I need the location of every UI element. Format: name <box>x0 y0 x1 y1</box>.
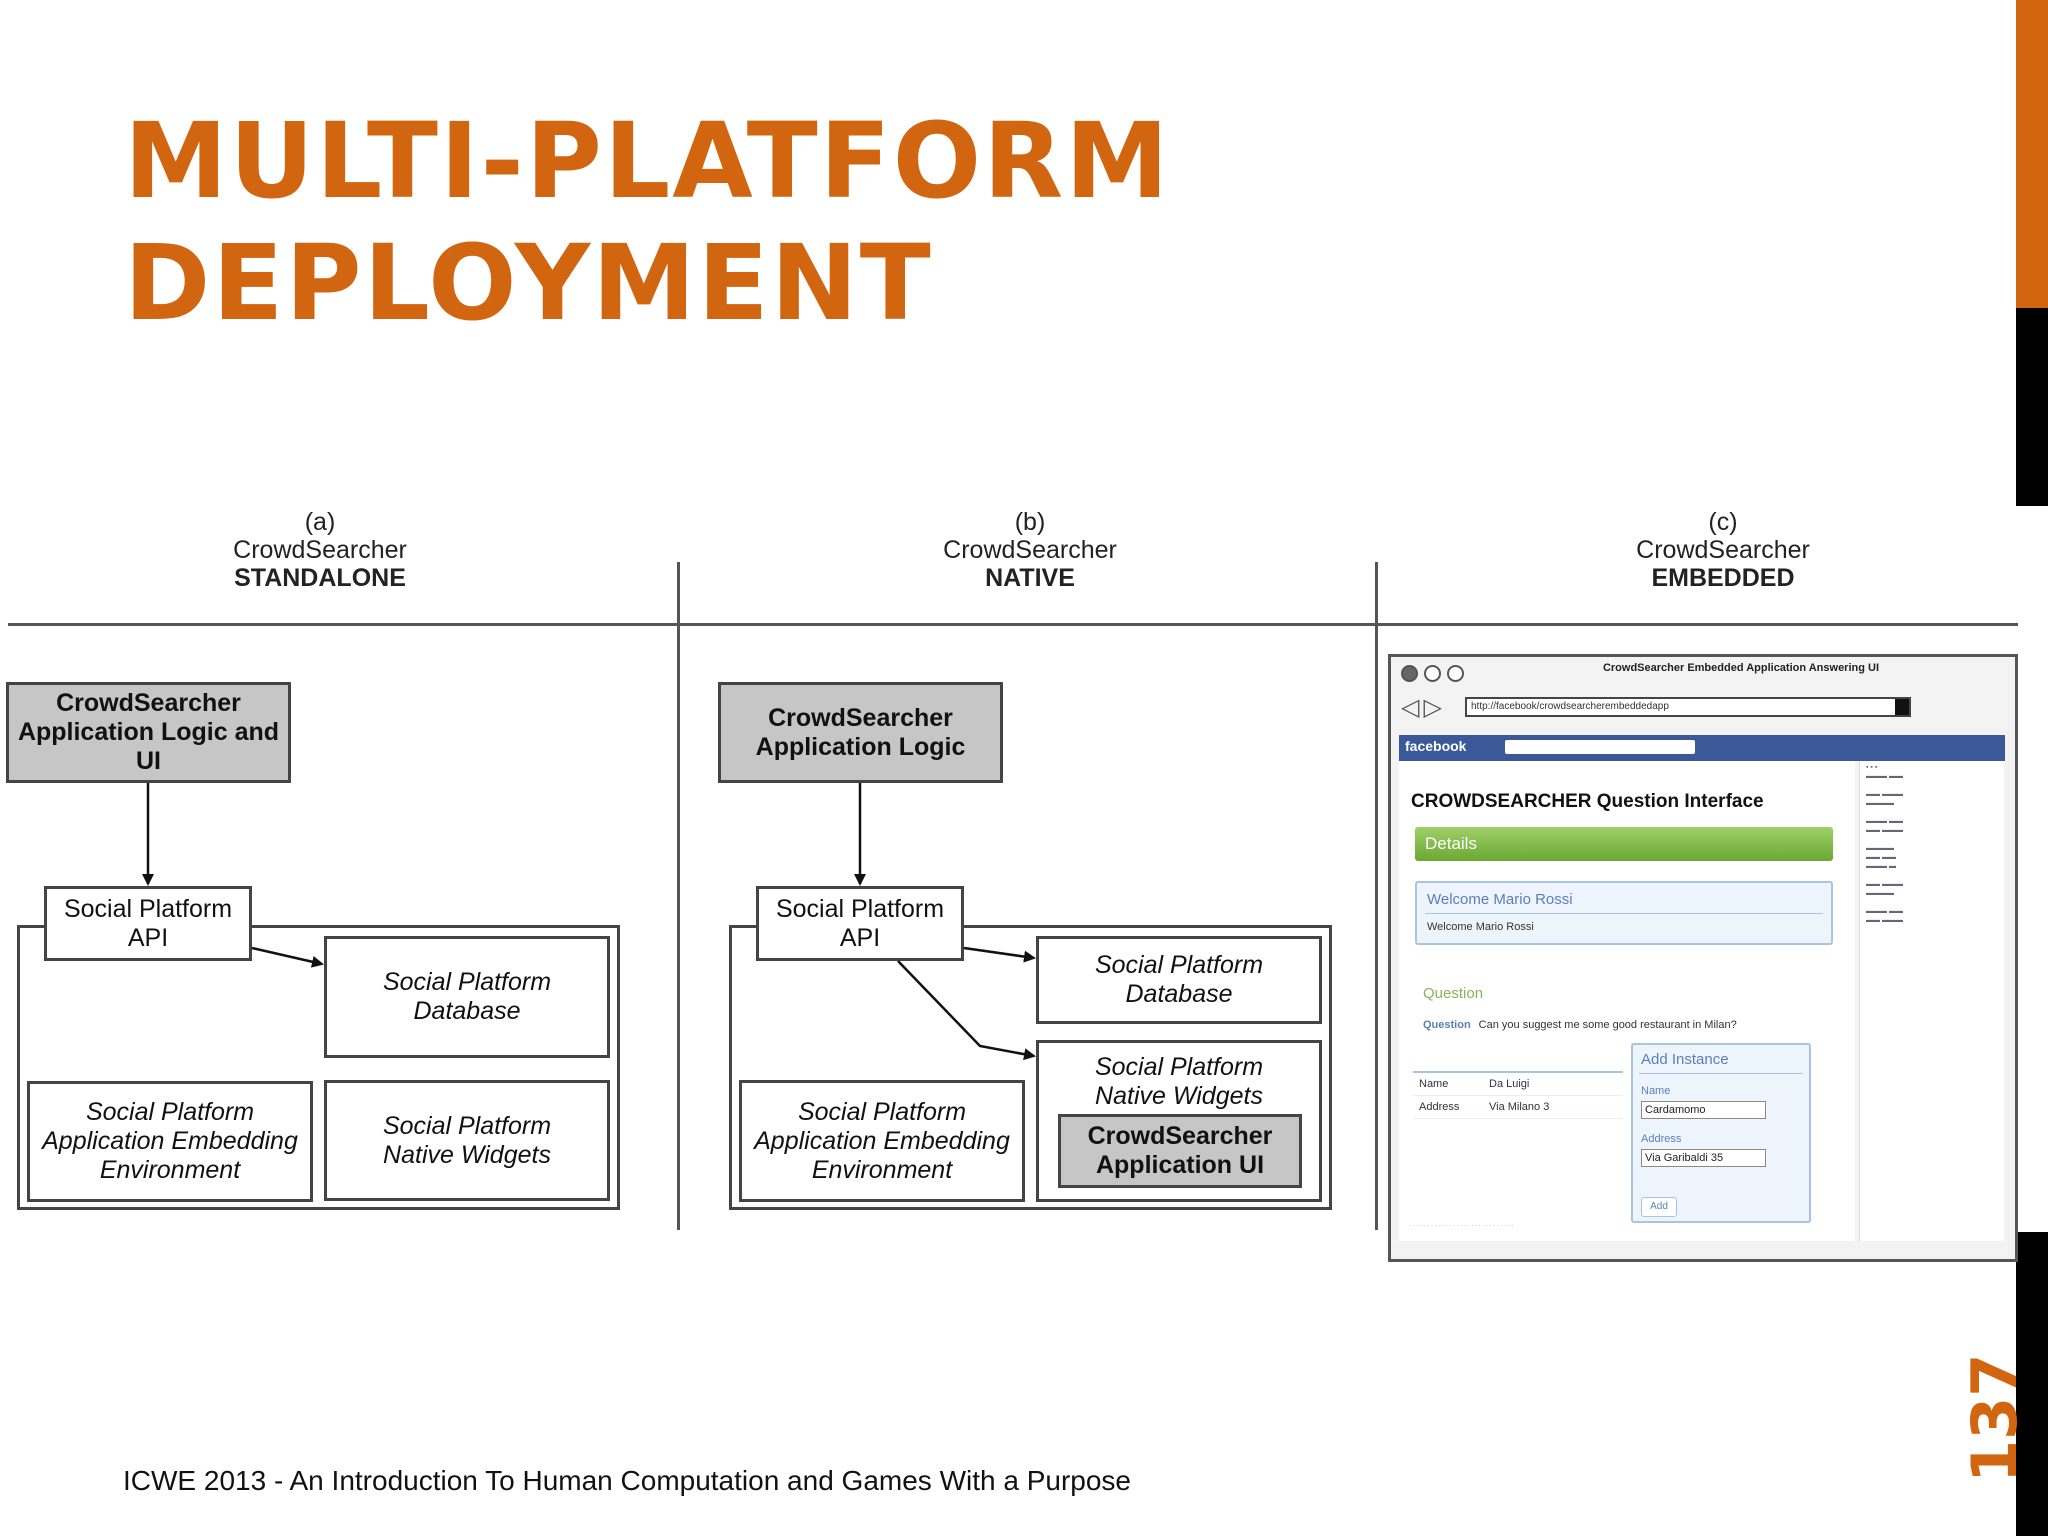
table-value: Da Luigi <box>1489 1078 1530 1090</box>
diagram-arrows <box>142 783 1036 1061</box>
column-letter: (a) <box>304 508 336 536</box>
forward-arrow-icon[interactable]: ▷ <box>1423 694 1446 721</box>
column-header-native: (b) CrowdSearcher NATIVE <box>910 508 1150 592</box>
details-bar[interactable]: Details <box>1415 827 1833 861</box>
embedded-browser-window: CrowdSearcher Embedded Application Answe… <box>1388 654 2018 1262</box>
facebook-logo[interactable]: facebook <box>1405 738 1467 754</box>
facebook-search-input[interactable] <box>1505 740 1695 754</box>
column-mode: STANDALONE <box>234 564 406 592</box>
question-row: Question Can you suggest me some good res… <box>1423 1019 1737 1031</box>
standalone-app-box: CrowdSearcher Application Logic and UI <box>6 682 291 783</box>
welcome-panel: Welcome Mario Rossi Welcome Mario Rossi <box>1415 881 1833 945</box>
slide-footer: ICWE 2013 - An Introduction To Human Com… <box>123 1465 1131 1496</box>
page-number: 137 <box>1958 1353 2031 1483</box>
add-instance-panel: Add Instance Name Cardamomo Address Via … <box>1631 1043 1811 1223</box>
name-input[interactable]: Cardamomo <box>1641 1101 1766 1119</box>
native-db-box: Social Platform Database <box>1036 936 1322 1024</box>
native-api-to-widgets-arrow <box>897 960 1036 1061</box>
header-divider <box>8 623 2018 626</box>
question-interface-page: CROWDSEARCHER Question Interface Details… <box>1399 761 1855 1241</box>
native-app-ui-box: CrowdSearcher Application UI <box>1058 1114 1302 1188</box>
column-letter: (b) <box>1014 508 1046 536</box>
add-button[interactable]: Add <box>1641 1197 1677 1217</box>
standalone-platform-frame <box>17 925 620 1210</box>
column-letter: (c) <box>1708 508 1738 536</box>
right-dark-bar-bottom <box>2016 1232 2048 1536</box>
native-widgets-label: Social Platform Native Widgets <box>1094 1053 1264 1110</box>
instances-table: Name Da Luigi Address Via Milano 3 <box>1413 1071 1623 1119</box>
right-accent-bar <box>2016 0 2048 308</box>
column-name: CrowdSearcher <box>233 536 407 564</box>
question-label: Question <box>1423 1019 1471 1031</box>
welcome-heading: Welcome Mario Rossi <box>1427 891 1573 908</box>
maximize-dot-icon[interactable] <box>1447 665 1464 682</box>
standalone-db-box: Social Platform Database <box>324 936 610 1058</box>
native-env-box: Social Platform Application Embedding En… <box>739 1080 1025 1202</box>
column-mode: EMBEDDED <box>1651 564 1795 592</box>
column-divider-2 <box>1375 562 1378 1230</box>
facebook-topbar: facebook <box>1399 735 2005 761</box>
window-controls <box>1401 665 1470 687</box>
column-name: CrowdSearcher <box>1636 536 1810 564</box>
native-api-box: Social Platform API <box>756 886 964 961</box>
column-mode: NATIVE <box>985 564 1075 592</box>
question-heading: Question <box>1423 985 1484 1002</box>
slide-title-line1: MULTI-PLATFORM <box>124 100 1171 222</box>
standalone-env-box: Social Platform Application Embedding En… <box>27 1081 313 1202</box>
question-text: Can you suggest me some good restaurant … <box>1478 1019 1737 1031</box>
address-label: Address <box>1641 1133 1682 1145</box>
table-row: Name Da Luigi <box>1413 1073 1623 1096</box>
native-app-box: CrowdSearcher Application Logic <box>718 682 1003 783</box>
add-instance-divider <box>1639 1073 1803 1074</box>
back-arrow-icon[interactable]: ◁ <box>1401 694 1424 721</box>
standalone-api-box: Social Platform API <box>44 886 252 961</box>
url-bar[interactable]: http://facebook/crowdsearcherembeddedapp <box>1465 697 1911 717</box>
table-value: Via Milano 3 <box>1489 1101 1550 1113</box>
right-dark-bar-top <box>2016 308 2048 506</box>
table-key: Name <box>1419 1078 1449 1090</box>
nav-arrows: ◁▷ <box>1401 693 1446 722</box>
slide-title-line2: DEPLOYMENT <box>124 222 933 344</box>
deployment-diagram: (a) CrowdSearcher STANDALONE (b) CrowdSe… <box>0 500 2048 1280</box>
native-api-to-db-arrow <box>963 946 1036 963</box>
standalone-api-to-db-arrow <box>251 946 324 968</box>
name-label: Name <box>1641 1085 1671 1097</box>
column-header-standalone: (a) CrowdSearcher STANDALONE <box>200 508 440 592</box>
column-name: CrowdSearcher <box>943 536 1117 564</box>
add-instance-heading: Add Instance <box>1641 1051 1729 1068</box>
window-title: CrowdSearcher Embedded Application Answe… <box>1602 662 1880 674</box>
table-row: Address Via Milano 3 <box>1413 1096 1623 1119</box>
welcome-divider <box>1425 913 1823 914</box>
standalone-widgets-box: Social Platform Native Widgets <box>324 1080 610 1201</box>
facebook-footer-links: · · · · · · · · · · · · · · · · · · · · … <box>1409 1223 1514 1229</box>
close-dot-icon[interactable] <box>1401 665 1418 682</box>
slide-title: MULTI-PLATFORM DEPLOYMENT <box>124 100 1171 344</box>
table-key: Address <box>1419 1101 1460 1113</box>
column-divider-1 <box>677 562 680 1230</box>
address-input[interactable]: Via Garibaldi 35 <box>1641 1149 1766 1167</box>
url-dropdown-icon[interactable] <box>1895 699 1909 715</box>
question-interface-title: CROWDSEARCHER Question Interface <box>1411 791 1764 812</box>
minimize-dot-icon[interactable] <box>1424 665 1441 682</box>
sidebar-filler: ▪ ▪ ▪▬▬▬ ▬▬▬▬ ▬▬▬▬▬▬▬▬▬▬ ▬▬▬▬ ▬▬▬▬▬▬▬▬▬ … <box>1866 764 1903 924</box>
native-platform-frame <box>729 925 1332 1210</box>
url-text: http://facebook/crowdsearcherembeddedapp <box>1471 701 1669 712</box>
welcome-body: Welcome Mario Rossi <box>1427 921 1534 933</box>
column-header-embedded: (c) CrowdSearcher EMBEDDED <box>1603 508 1843 592</box>
facebook-sidebar: ▪ ▪ ▪▬▬▬ ▬▬▬▬ ▬▬▬▬▬▬▬▬▬▬ ▬▬▬▬ ▬▬▬▬▬▬▬▬▬ … <box>1859 761 2004 1241</box>
